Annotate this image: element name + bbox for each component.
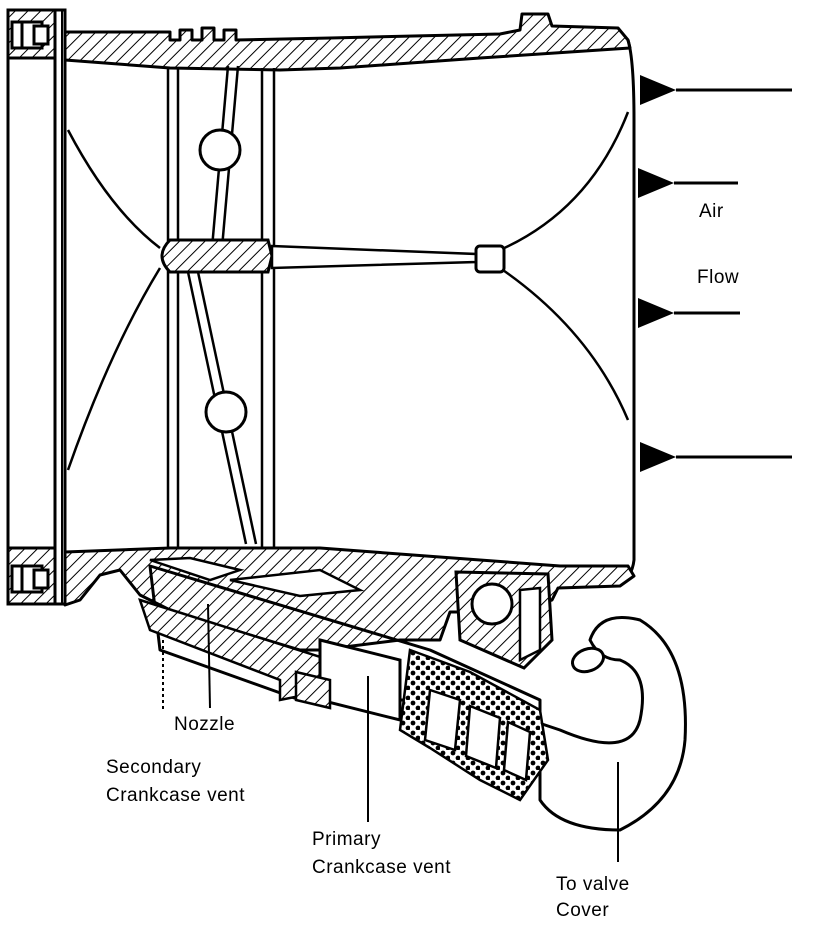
secondary-vent-label-line2: Crankcase vent xyxy=(106,785,246,806)
air-inlet-edge xyxy=(617,39,636,586)
nozzle-leader xyxy=(207,603,211,709)
ball-check-valve xyxy=(454,570,554,670)
valve-cover-label-line1: To valve xyxy=(556,874,630,895)
lower-throttle-shaft xyxy=(204,390,248,434)
upper-housing-wall xyxy=(63,12,632,72)
throttle-bore-lines xyxy=(166,68,276,548)
primary-vent-label-line1: Primary xyxy=(312,829,381,850)
upper-throttle-shaft xyxy=(198,128,242,172)
left-flange xyxy=(6,8,67,606)
crankcase-vent-tube xyxy=(138,564,687,832)
top-flange-bolt xyxy=(10,20,50,50)
fuel-nozzle-assembly xyxy=(160,238,506,274)
flow-label: Flow xyxy=(697,267,740,288)
bottom-flange-bolt xyxy=(10,564,50,594)
air-flow-arrows xyxy=(638,75,792,472)
venturi-profile xyxy=(66,111,630,471)
secondary-vent-label-line1: Secondary xyxy=(106,757,202,778)
valve-cover-label-line2: Cover xyxy=(556,900,610,921)
leader-lines xyxy=(162,603,619,862)
nozzle-label: Nozzle xyxy=(174,714,236,735)
primary-vent-label-line2: Crankcase vent xyxy=(312,857,452,878)
air-label: Air xyxy=(699,201,724,222)
